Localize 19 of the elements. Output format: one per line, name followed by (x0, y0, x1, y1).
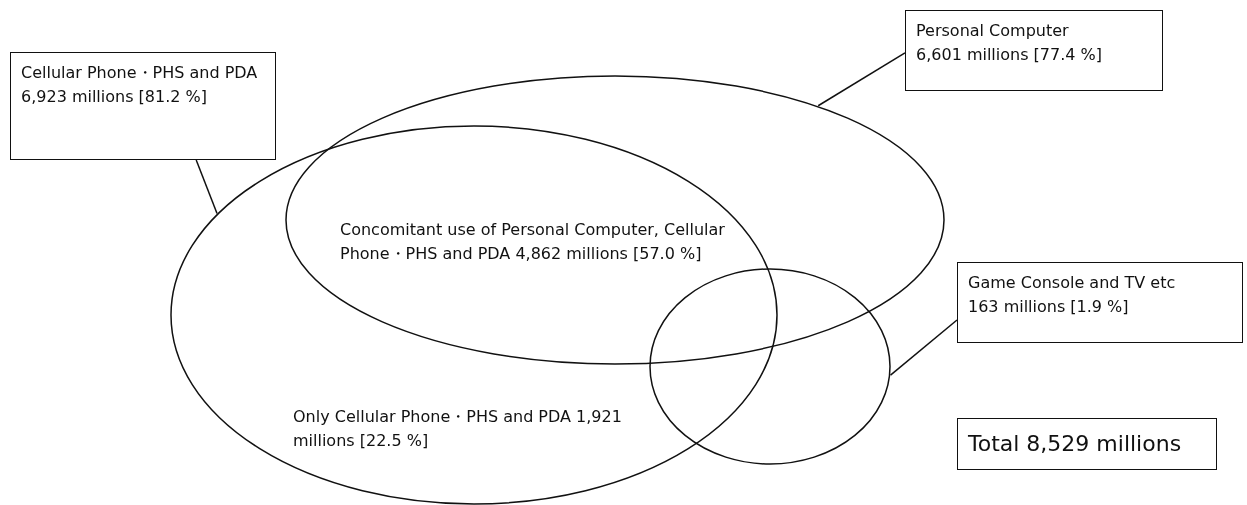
box-title: Game Console and TV etc (968, 272, 1176, 294)
box-value: 163 millions [1.9 %] (968, 296, 1129, 318)
region-label: Only Cellular Phone・PHS and PDA 1,921 millions [22.5 %] (293, 406, 623, 452)
callout-box (10, 52, 276, 160)
ellipse-outline (649, 268, 891, 465)
region-label: Concomitant use of Personal Computer, Cellular Phone・PHS and PDA 4,862 millions [57.0 %] (340, 219, 726, 265)
box-title: Cellular Phone・PHS and PDA (21, 62, 258, 84)
box-value: 6,601 millions [77.4 %] (916, 44, 1102, 66)
callout-box (957, 262, 1243, 343)
box-title: Personal Computer (916, 20, 1069, 42)
ellipse-outline (170, 125, 778, 505)
leader-line (817, 52, 906, 107)
box-value: 6,923 millions [81.2 %] (21, 86, 207, 108)
total-box (957, 418, 1217, 470)
leader-line (889, 319, 958, 376)
leader-line (195, 159, 218, 215)
callout-box (905, 10, 1163, 91)
box-title: Total 8,529 millions (968, 430, 1182, 458)
ellipse-outline (285, 75, 945, 365)
